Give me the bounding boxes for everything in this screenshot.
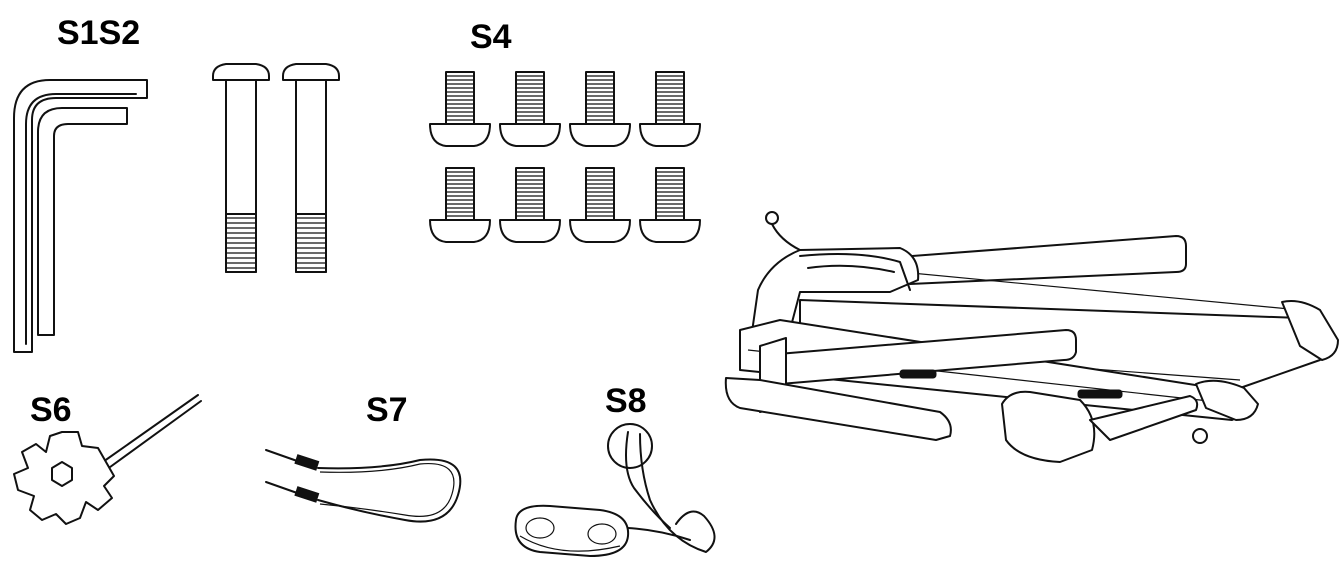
treadmill-icon	[724, 211, 1339, 463]
safety-key-icon	[514, 423, 716, 557]
short-bolt	[639, 71, 701, 147]
short-bolt	[499, 167, 561, 243]
label-s1s2: S1S2	[57, 14, 141, 52]
short-bolt	[569, 71, 631, 147]
spanner-wrench-icon	[13, 394, 202, 525]
short-bolt	[429, 71, 491, 147]
allen-keys-icon	[13, 79, 148, 353]
short-bolt	[499, 71, 561, 147]
label-s6: S6	[30, 391, 72, 429]
short-bolt	[639, 167, 701, 243]
short-bolt	[569, 167, 631, 243]
cable-icon	[265, 449, 462, 523]
short-bolts-icon	[429, 71, 701, 243]
label-s7: S7	[366, 391, 408, 429]
long-bolts-icon	[212, 63, 340, 273]
label-s4: S4	[470, 18, 512, 56]
short-bolt	[429, 167, 491, 243]
label-s8: S8	[605, 382, 647, 420]
